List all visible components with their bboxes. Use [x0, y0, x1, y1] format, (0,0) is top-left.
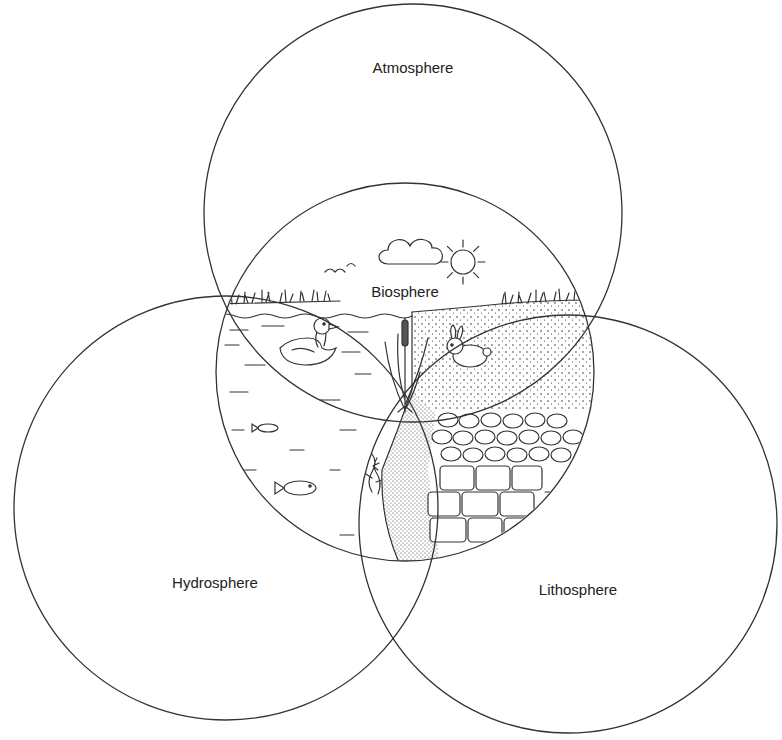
rabbit-head — [447, 338, 463, 354]
cobble — [497, 431, 517, 445]
sphere-label: Biosphere — [369, 283, 441, 301]
rock-block — [468, 518, 502, 542]
cobble — [463, 448, 483, 462]
label-holder: Biosphere — [369, 283, 441, 301]
dash-arrow — [545, 489, 571, 495]
sphere-node: Biosphere — [215, 182, 595, 562]
rock-block — [428, 492, 460, 516]
sphere-label: Hydrosphere — [170, 574, 260, 592]
far-bank — [215, 301, 340, 304]
sun-rays — [441, 240, 485, 284]
sphere-circle — [204, 4, 622, 422]
rock-block — [440, 466, 474, 490]
circle-outline — [203, 3, 623, 423]
sphere-label: Atmosphere — [371, 59, 456, 77]
cobble — [459, 414, 479, 428]
duck-beak — [329, 324, 338, 329]
rock-block — [430, 518, 466, 542]
cobble — [551, 448, 571, 462]
circle-outline — [358, 314, 778, 734]
right-grass — [502, 289, 592, 304]
circle-outline — [215, 182, 595, 562]
label-holder: Lithosphere — [537, 581, 619, 599]
label-holder: Atmosphere — [371, 59, 456, 77]
rock-block — [512, 466, 542, 490]
fish-body — [258, 424, 278, 432]
cobble — [481, 413, 501, 427]
seaweed — [366, 454, 382, 494]
rabbit-tail — [483, 348, 491, 356]
cobble — [525, 413, 545, 427]
cobble — [541, 431, 561, 445]
label-holder: Hydrosphere — [170, 574, 260, 592]
reed — [385, 318, 428, 412]
rabbit-eye — [451, 344, 453, 346]
duck-wing — [292, 348, 314, 352]
illustration-group — [215, 239, 600, 565]
rock-block — [504, 518, 534, 542]
soil — [412, 300, 600, 410]
birds — [325, 264, 355, 273]
fish-eye — [309, 485, 311, 487]
duck-head — [314, 318, 330, 334]
cloud — [379, 239, 442, 264]
cobble — [441, 447, 461, 461]
sphere-circle — [14, 296, 438, 720]
sphere-node: Lithosphere — [358, 314, 778, 734]
rock-block — [462, 492, 498, 516]
fish-body — [284, 481, 316, 495]
cobble — [547, 414, 567, 428]
duck-body — [280, 338, 336, 365]
cobble — [475, 430, 495, 444]
cobble — [519, 430, 539, 444]
cobble — [507, 448, 527, 462]
sphere-node: Atmosphere — [203, 3, 623, 423]
fish-tail — [275, 482, 284, 494]
cobble — [438, 413, 458, 427]
rock-block — [500, 492, 534, 516]
cattail — [402, 320, 408, 346]
rabbit-ears — [451, 325, 463, 339]
rock-block — [476, 466, 510, 490]
cobble — [432, 430, 452, 444]
sphere-label: Lithosphere — [537, 581, 619, 599]
cobble — [485, 447, 505, 461]
duck-eye — [323, 323, 325, 325]
circle-outline — [13, 295, 439, 721]
sphere-circle — [216, 183, 594, 561]
cobble — [453, 431, 473, 445]
fish-tail — [252, 424, 258, 432]
sun — [451, 250, 475, 274]
sphere-circle — [359, 315, 777, 733]
cobble — [563, 430, 583, 444]
cobble — [529, 447, 549, 461]
cobble — [503, 414, 523, 428]
sphere-node: Hydrosphere — [13, 295, 439, 721]
water-waves — [225, 326, 371, 535]
water-surface — [215, 314, 412, 318]
